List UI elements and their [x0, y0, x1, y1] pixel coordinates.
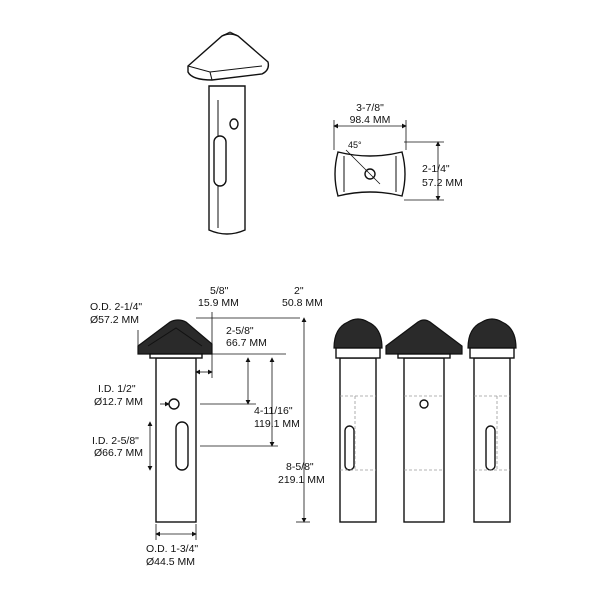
main-elevation: 5/8" 15.9 MM 2" 50.8 MM O.D. 2-1/4" Ø57.… — [90, 285, 325, 568]
main-cap — [137, 319, 213, 355]
main-hole — [168, 398, 180, 410]
cap-width-mm: 15.9 MM — [198, 297, 239, 309]
iso-slot — [213, 135, 227, 187]
id-small-label: I.D. 1/2" — [98, 383, 136, 395]
depth-in: 4-11/16" — [254, 405, 293, 417]
top-height-mm: 57.2 MM — [422, 177, 463, 189]
side-view-2 — [385, 319, 463, 523]
od-top-mm: Ø57.2 MM — [90, 314, 139, 326]
depth-mm: 119.1 MM — [254, 418, 300, 430]
top-width-in: 3-7/8" — [356, 102, 384, 114]
iso-hole — [229, 118, 239, 130]
id-small-mm: Ø12.7 MM — [94, 396, 143, 408]
od-bottom-label: O.D. 1-3/4" — [146, 543, 198, 555]
iso-cap — [187, 33, 270, 81]
id-slot-mm: Ø66.7 MM — [94, 447, 143, 459]
top-view: 3-7/8" 98.4 MM 45° 2-1/4" 57.2 MM — [333, 102, 463, 201]
top-width-mm: 98.4 MM — [350, 114, 391, 126]
side-view-3 — [467, 318, 517, 523]
cap-height-in: 2" — [294, 285, 304, 297]
slot-top-mm: 66.7 MM — [226, 337, 267, 349]
cap-width-in: 5/8" — [210, 285, 229, 297]
isometric-view — [187, 31, 270, 235]
main-slot — [175, 421, 189, 471]
top-height-in: 2-1/4" — [422, 163, 450, 175]
side-view-1 — [333, 318, 383, 523]
main-cap-collar — [149, 353, 203, 359]
od-bottom-mm: Ø44.5 MM — [146, 556, 195, 568]
id-slot-label: I.D. 2-5/8" — [92, 435, 139, 447]
slot-top-in: 2-5/8" — [226, 325, 254, 337]
cap-height-mm: 50.8 MM — [282, 297, 323, 309]
total-mm: 219.1 MM — [278, 474, 325, 486]
top-angle: 45° — [348, 140, 362, 150]
od-top-label: O.D. 2-1/4" — [90, 301, 142, 313]
total-in: 8-5/8" — [286, 461, 314, 473]
